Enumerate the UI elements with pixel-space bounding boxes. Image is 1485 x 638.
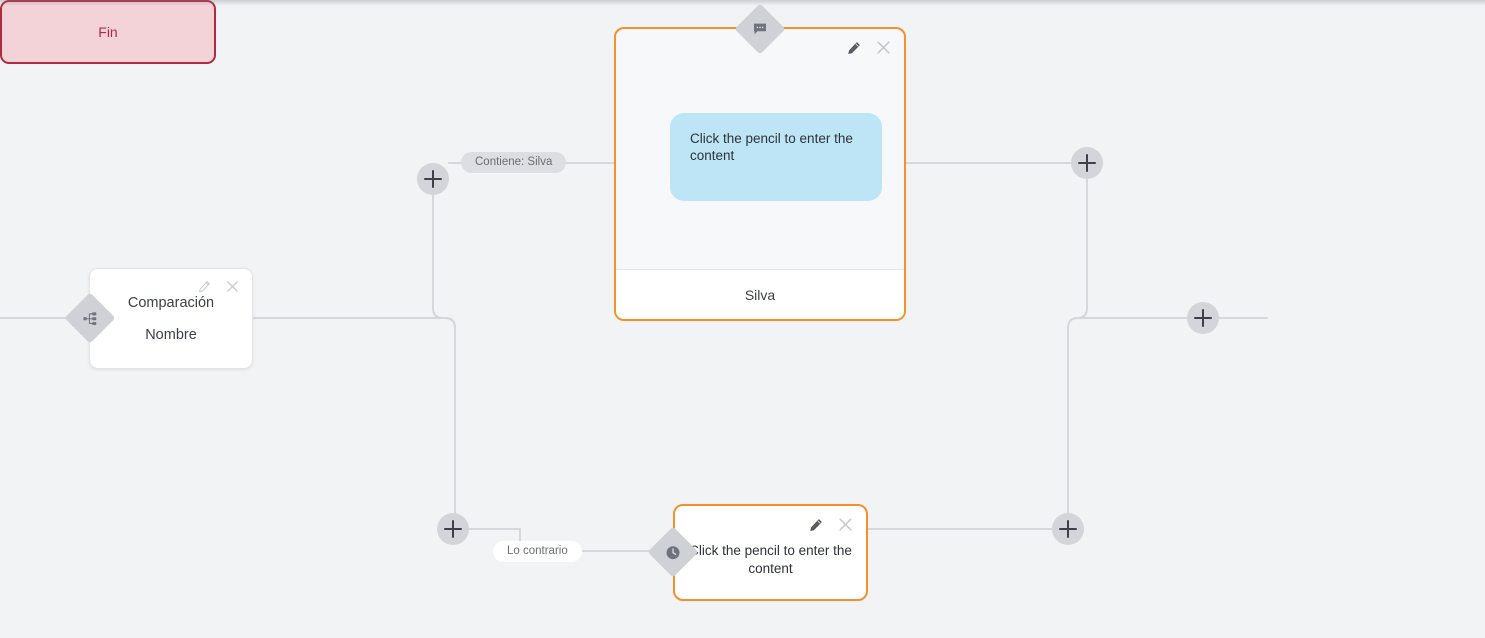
edge-false-trunk: [452, 327, 466, 530]
chat-bubble-icon: [752, 21, 768, 37]
edge-true-trunk: [432, 194, 456, 329]
add-after-wait-button[interactable]: [1052, 513, 1084, 545]
clock-icon: [665, 544, 682, 561]
close-icon[interactable]: [875, 39, 892, 56]
comparacion-subtitle: Nombre: [145, 326, 197, 343]
message-bubble[interactable]: Click the pencil to enter the content: [670, 113, 882, 201]
add-false-branch-button[interactable]: [437, 513, 469, 545]
edge-wait-merge: [1067, 317, 1079, 514]
fin-label: Fin: [98, 24, 118, 40]
comparacion-title: Comparación: [127, 294, 215, 311]
wait-node-text: Click the pencil to enter the content: [689, 543, 852, 576]
pencil-icon[interactable]: [809, 518, 823, 532]
wait-node-type-icon: [647, 526, 699, 578]
message-footer: Silva: [616, 269, 904, 319]
pencil-icon[interactable]: [198, 280, 211, 293]
message-body: Click the pencil to enter the content: [616, 29, 904, 269]
branch-icon: [83, 311, 98, 326]
node-message[interactable]: Click the pencil to enter the content Si…: [614, 27, 906, 321]
node-wait[interactable]: Click the pencil to enter the content: [673, 504, 868, 601]
comparacion-node-type-icon: [64, 292, 116, 344]
edge-comparacion-out: [252, 317, 456, 329]
message-card-tools: [847, 39, 892, 56]
node-comparacion[interactable]: Comparación Nombre: [89, 268, 253, 369]
edge-label-false[interactable]: Lo contrario: [493, 541, 582, 562]
node-fin[interactable]: Fin: [0, 0, 216, 64]
wait-card-tools: [809, 516, 854, 533]
pencil-icon[interactable]: [847, 41, 861, 55]
edge-false-to-wait: [468, 528, 653, 552]
edge-message-merge: [1074, 178, 1088, 319]
add-before-fin-button[interactable]: [1187, 302, 1219, 334]
comparacion-card-tools: [198, 279, 240, 294]
message-node-type-icon: [734, 3, 786, 55]
add-true-branch-button[interactable]: [417, 163, 449, 195]
close-icon[interactable]: [225, 279, 240, 294]
close-icon[interactable]: [837, 516, 854, 533]
add-after-message-button[interactable]: [1071, 147, 1103, 179]
edge-label-true[interactable]: Contiene: Silva: [461, 152, 567, 173]
